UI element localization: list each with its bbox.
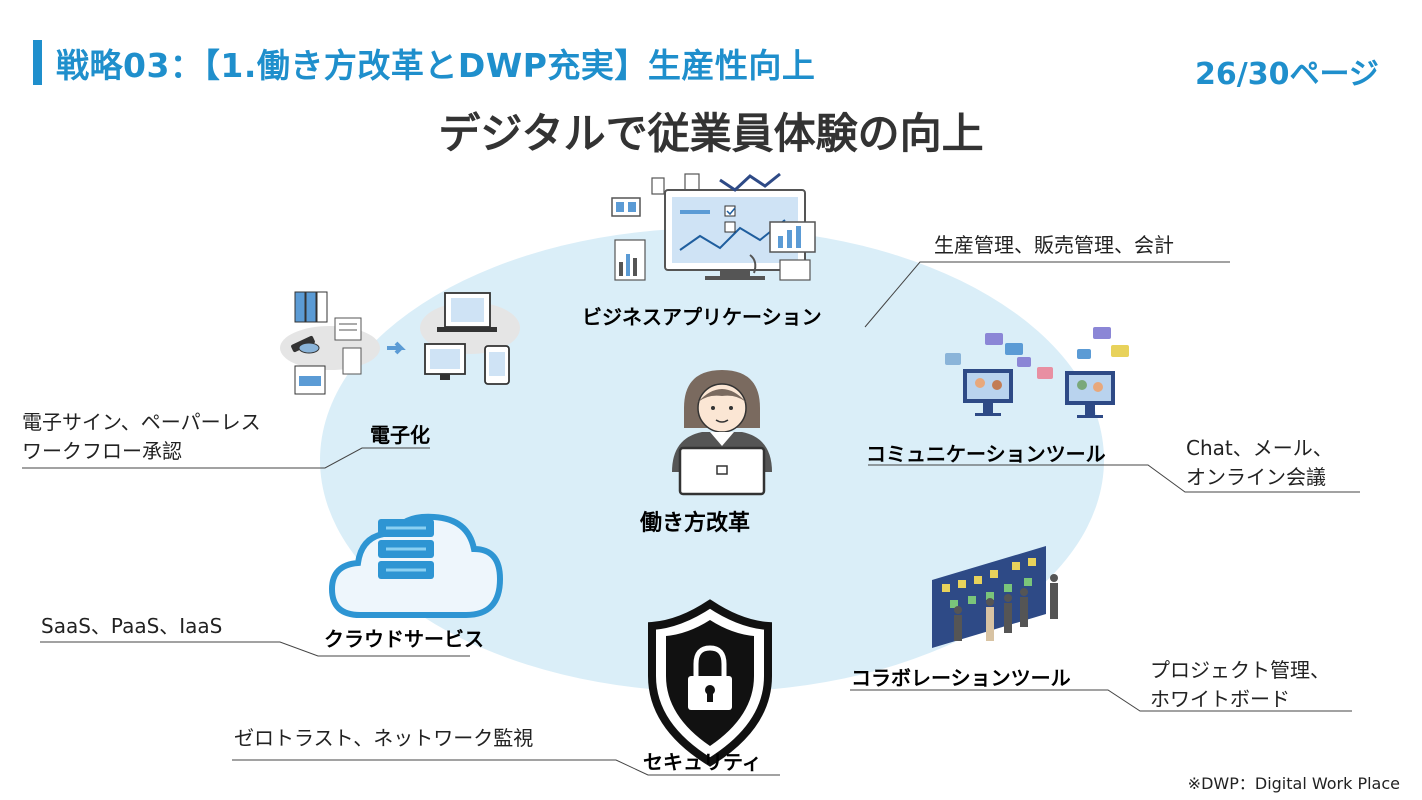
- digitization-note-line-1: 電子サイン、ペーパーレス: [22, 410, 261, 434]
- communication-label: コミュニケーションツール: [866, 442, 1106, 466]
- shield-illustration: [648, 599, 772, 767]
- security-label: セキュリティ: [643, 750, 762, 774]
- collaboration-label: コラボレーションツール: [851, 666, 1071, 690]
- cloud-illustration: [328, 513, 504, 618]
- connector-lines: [22, 261, 1360, 776]
- cloud-note: SaaS、PaaS、IaaS: [41, 614, 223, 638]
- connector-security: [232, 759, 780, 776]
- business-apps-label: ビジネスアプリケーション: [582, 305, 822, 329]
- connector-cloud: [40, 641, 470, 657]
- communication-note-line-2: オンライン会議: [1186, 465, 1326, 489]
- footnote: ※DWP：Digital Work Place: [1187, 774, 1400, 793]
- communication-note-line-1: Chat、メール、: [1186, 436, 1333, 460]
- collaboration-note-line-2: ホワイトボード: [1150, 687, 1290, 711]
- header-accent-bar: [33, 40, 42, 85]
- header-title: 戦略03：【1.働き方改革とDWP充実】生産性向上: [56, 46, 816, 85]
- cloud-label: クラウドサービス: [324, 627, 484, 651]
- connector-collaboration: [850, 689, 1352, 712]
- communication-note: Chat、メール、 オンライン会議: [1186, 434, 1333, 492]
- connector-business-apps: [864, 261, 1230, 328]
- collaboration-note-line-1: プロジェクト管理、: [1150, 658, 1330, 682]
- digitization-note-line-2: ワークフロー承認: [22, 439, 182, 463]
- collaboration-illustration: [932, 546, 1058, 648]
- digitization-illustration: [280, 291, 520, 395]
- business-apps-note: 生産管理、販売管理、会計: [934, 233, 1174, 257]
- main-title: デジタルで従業員体験の向上: [438, 109, 984, 158]
- security-note: ゼロトラスト、ネットワーク監視: [234, 726, 534, 750]
- connector-digitization: [22, 447, 430, 469]
- digitization-note: 電子サイン、ペーパーレス ワークフロー承認: [22, 408, 261, 466]
- page-number: 26/30ページ: [1195, 57, 1379, 92]
- person-illustration: [672, 370, 772, 496]
- center-label: 働き方改革: [640, 511, 751, 536]
- connector-communication: [868, 464, 1360, 493]
- digitization-label: 電子化: [370, 423, 430, 447]
- business-app-illustration: [611, 172, 816, 281]
- collaboration-note: プロジェクト管理、 ホワイトボード: [1150, 656, 1330, 714]
- communication-illustration: [945, 327, 1129, 418]
